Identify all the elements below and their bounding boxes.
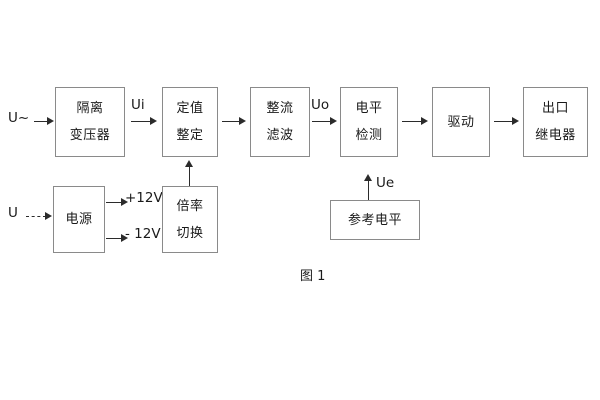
- block-multiplier-switch-line-1: 倍率: [176, 198, 204, 214]
- block-power-supply-line-1: 电源: [65, 212, 93, 227]
- block-drive: 驱动: [432, 87, 490, 157]
- block-reference-level-line-1: 参考电平: [347, 212, 402, 228]
- block-rectify-filter-line-1: 整流: [266, 101, 294, 116]
- block-level-detect-line-2: 检测: [355, 128, 383, 143]
- block-setpoint-adjust-line-2: 整定: [176, 128, 204, 143]
- block-isolation-transformer: 隔离 变压器: [55, 87, 125, 157]
- ac-input-label: U~: [8, 110, 30, 126]
- arrow-ac-input-to-isolation-transformer: [34, 117, 54, 126]
- arrow-isolation-transformer-to-setpoint-adjust: [131, 117, 157, 126]
- rail-negative-label: - 12V: [125, 226, 161, 242]
- rail-positive-label: +12V: [125, 190, 163, 206]
- arrow-multiplier-switch-to-setpoint-adjust: [185, 160, 194, 186]
- arrow-setpoint-adjust-to-rectify-filter: [222, 117, 246, 126]
- dc-input-label: U: [8, 205, 18, 221]
- arrow-reference-level-to-level-detect: [364, 174, 373, 200]
- block-multiplier-switch: 倍率 切换: [162, 186, 218, 253]
- block-setpoint-adjust-line-1: 定值: [176, 101, 204, 116]
- block-rectify-filter: 整流 滤波: [250, 87, 310, 157]
- block-setpoint-adjust: 定值 整定: [162, 87, 218, 157]
- arrow-rectify-filter-to-level-detect: [312, 117, 337, 126]
- arrow-dc-input-to-power-supply: [26, 212, 52, 221]
- block-multiplier-switch-line-2: 切换: [176, 225, 204, 241]
- arrow-rail-negative: [106, 234, 128, 243]
- arrow-level-detect-to-drive: [402, 117, 428, 126]
- block-output-relay-line-1: 出口: [541, 101, 569, 116]
- arrow-rail-positive: [106, 198, 128, 207]
- arrow-drive-to-output-relay: [494, 117, 519, 126]
- block-power-supply: 电源: [53, 186, 105, 253]
- signal-label-ue: Ue: [376, 175, 395, 191]
- block-output-relay: 出口 继电器: [523, 87, 588, 157]
- block-level-detect-line-1: 电平: [355, 101, 383, 116]
- block-rectify-filter-line-2: 滤波: [266, 128, 294, 143]
- block-output-relay-line-2: 继电器: [535, 128, 576, 143]
- block-reference-level: 参考电平: [330, 200, 420, 240]
- figure-caption: 图 1: [300, 269, 326, 284]
- signal-label-ui: Ui: [131, 97, 145, 113]
- block-level-detect: 电平 检测: [340, 87, 398, 157]
- block-drive-line-1: 驱动: [447, 114, 475, 130]
- block-isolation-transformer-line-2: 变压器: [69, 128, 111, 143]
- block-isolation-transformer-line-1: 隔离: [76, 101, 104, 116]
- signal-label-uo: Uo: [311, 97, 330, 113]
